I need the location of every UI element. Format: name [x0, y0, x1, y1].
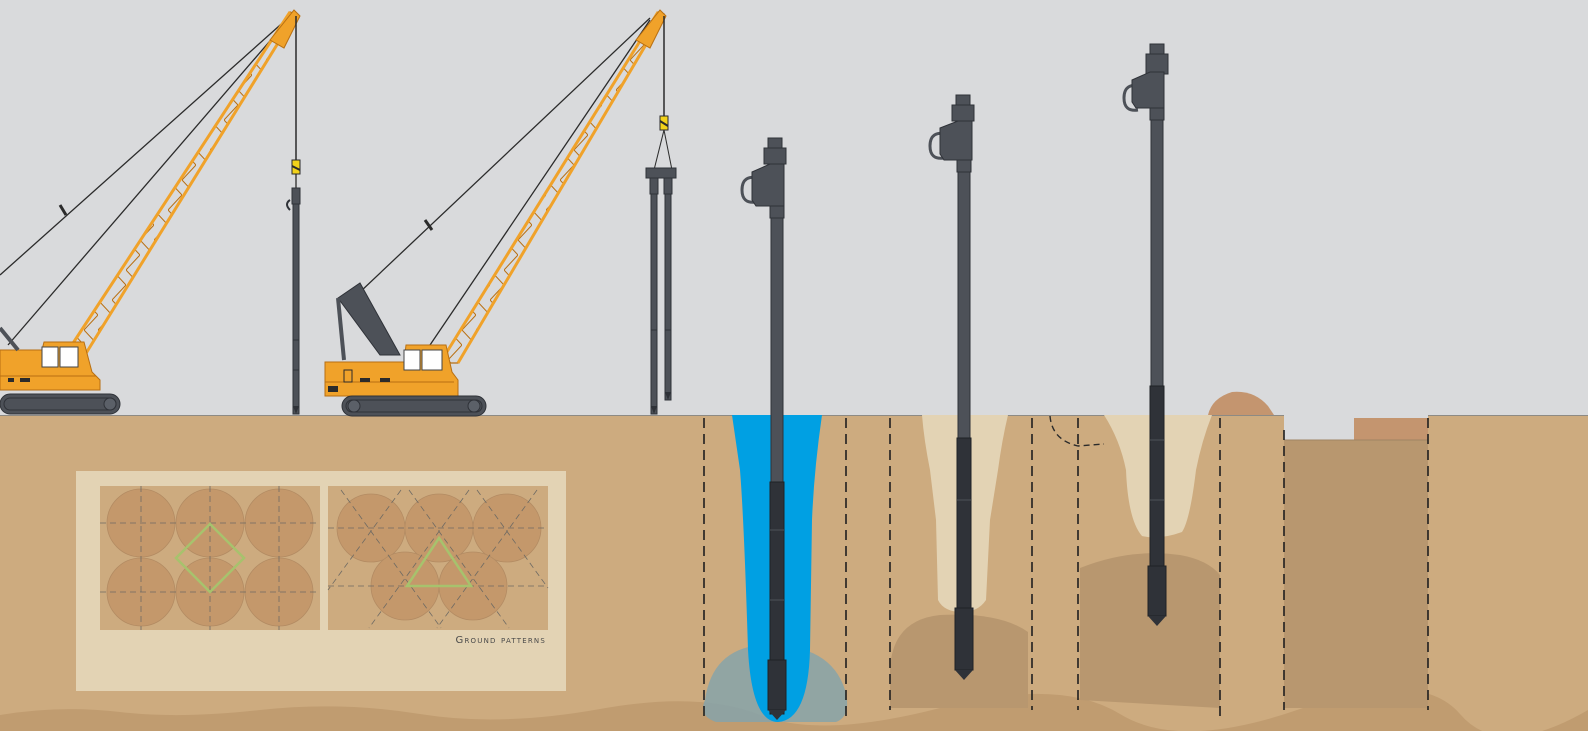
crane-hook-icon — [660, 116, 668, 130]
ground-pattern-square-icon — [100, 486, 320, 630]
column-finished — [1284, 415, 1428, 708]
ground-pattern-triangle-icon — [328, 486, 548, 630]
ground-patterns-caption: Ground patterns — [456, 635, 546, 646]
ground-patterns-panel: Ground patterns — [76, 471, 566, 691]
